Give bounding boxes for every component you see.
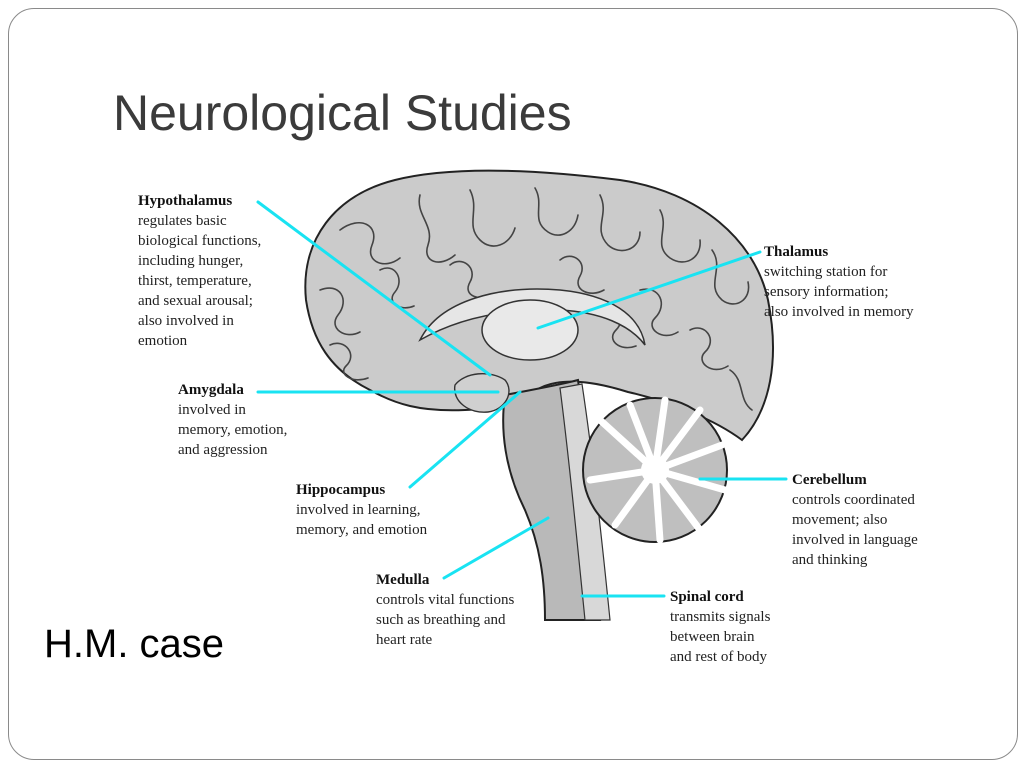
hypothalamus-label: Hypothalamus regulates basic biological … bbox=[138, 191, 261, 351]
thalamus-leader bbox=[536, 250, 762, 330]
medulla-leader bbox=[442, 516, 550, 580]
spinal-cord-label: Spinal cord transmits signals between br… bbox=[670, 587, 770, 667]
gyri-texture bbox=[319, 187, 753, 411]
amygdala-desc: involved in memory, emotion, and aggress… bbox=[178, 402, 288, 458]
thalamus-desc: switching station for sensory informatio… bbox=[764, 264, 914, 320]
medulla-label: Medulla controls vital functions such as… bbox=[376, 570, 514, 650]
thalamus-name: Thalamus bbox=[764, 244, 829, 260]
medulla-name: Medulla bbox=[376, 572, 430, 588]
hippocampus-leader bbox=[408, 390, 522, 489]
spinal-cord-desc: transmits signals between brain and rest… bbox=[670, 609, 771, 665]
amygdala-name: Amygdala bbox=[178, 382, 244, 398]
cerebellum-desc: controls coordinated movement; also invo… bbox=[792, 492, 918, 568]
amygdala-label: Amygdala involved in memory, emotion, an… bbox=[178, 380, 287, 460]
slide-title: Neurological Studies bbox=[113, 85, 572, 141]
hippocampus-name: Hippocampus bbox=[296, 482, 386, 498]
thalamus-region bbox=[481, 299, 579, 361]
cerebellum-name: Cerebellum bbox=[792, 472, 867, 488]
thalamus-label: Thalamus switching station for sensory i… bbox=[764, 242, 914, 322]
hypothalamus-desc: regulates basic biological functions, in… bbox=[138, 213, 262, 349]
cerebellum-label: Cerebellum controls coordinated movement… bbox=[792, 470, 918, 570]
hippocampus-desc: involved in learning, memory, and emotio… bbox=[296, 502, 428, 538]
leader-lines bbox=[256, 200, 788, 598]
case-label: H.M. case bbox=[44, 622, 225, 666]
cerebellum-region bbox=[582, 396, 729, 544]
spinal-cord-name: Spinal cord bbox=[670, 589, 744, 605]
hypothalamus-name: Hypothalamus bbox=[138, 193, 233, 209]
medulla-desc: controls vital functions such as breathi… bbox=[376, 592, 515, 648]
hippocampus-label: Hippocampus involved in learning, memory… bbox=[296, 480, 427, 540]
hypothalamus-leader bbox=[256, 200, 492, 377]
